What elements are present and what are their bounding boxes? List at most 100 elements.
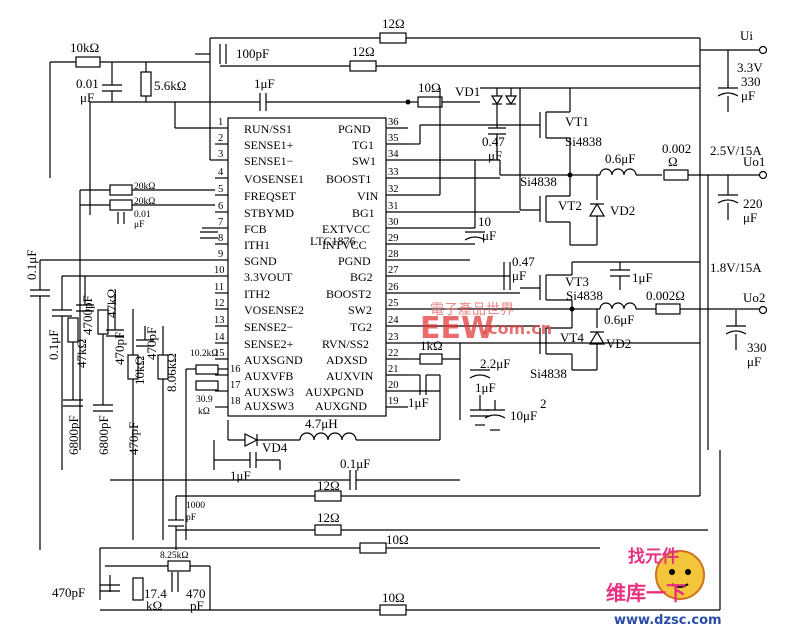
mascot-eye-icon [669,569,675,575]
pin-number: 5 [218,184,223,195]
pin-number: 32 [388,184,399,195]
label: 47kΩ [74,339,89,368]
diode-vd1-a [490,95,504,106]
label: pF [186,513,196,523]
pin-label: FREQSET [244,189,297,203]
pin-label: PGND [338,122,371,136]
label: μF [741,88,755,103]
bottom-left-network: 8.25kΩ 470pF 17.4 kΩ 470 pF 10Ω [52,88,721,616]
label: 330 [741,74,761,89]
label: 0.47 [512,254,535,269]
label: 8.25kΩ [160,551,188,561]
label: 220 [743,196,763,211]
top-feedback-network: 12Ω 100pF 12Ω 10kΩ 0.01 μF 5.6kΩ [49,16,700,215]
label: 3.3V [737,60,763,75]
resistor-0-002-bottom [655,303,681,315]
label: 0.1μF [24,250,39,280]
pin-label: AUXGND [315,399,367,413]
label: 0.002Ω [646,288,685,303]
label: 4700pF [80,295,95,335]
label: 10 [478,214,491,229]
label: μF [482,228,496,243]
pin-label: STBYMD [244,206,294,220]
resistor-47k-a [67,317,79,343]
label: μF [743,210,757,225]
pin-label: AUXPGND [305,385,364,399]
label: 8.06kΩ [164,353,179,392]
label: μF [488,148,502,163]
ltc1876-ic-body [227,117,387,417]
resistor-8-25k [167,560,191,572]
label: 470pF [52,585,85,600]
output-rails: Ui 3.3V 330 μF 2.5V/15A Uo1 220 μF 1.8V/… [699,28,768,450]
label: VD4 [262,440,288,455]
mascot-smile-icon [671,583,689,588]
label: 10Ω [386,532,409,547]
pin-label: BG1 [352,206,375,220]
pin-number: 4 [218,167,224,178]
label: VT1 [565,114,589,129]
pin-number: 10 [214,265,225,276]
pin-label: BG2 [350,270,373,284]
corner-watermark: 找元件 维库一下 www.dzsc.com [606,546,722,628]
input-terminal[interactable] [758,45,768,55]
label: Uo2 [743,290,765,305]
pin-number: 16 [230,364,241,375]
left-compensation-network: 0.1μF 0.1μF 47kΩ 6800pF 4700pF 47kΩ 6800… [24,250,179,550]
label: 6800pF [96,415,111,455]
label: 0.002 [662,141,691,156]
mascot-icon [655,550,705,600]
pin-number: 24 [388,315,399,326]
diode-vd1-b [504,95,518,106]
label: kΩ [198,407,210,417]
label: 10Ω [382,590,405,605]
pin-label: AUXSW3 [244,385,294,399]
pin-number: 23 [388,332,399,343]
pin-label: RUN/SS1 [244,122,292,136]
label: Si4838 [520,174,557,189]
label: 12Ω [317,478,340,493]
pin-number: 34 [388,149,399,160]
pin-label: INTVCC [322,238,367,252]
resistor-12-top [379,32,407,44]
pin-number: 11 [214,282,224,293]
label: pF [190,598,204,613]
pin-number: 12 [214,298,225,309]
label: 470pF [112,332,127,365]
pin-label: FCB [244,222,267,236]
pin-number: 21 [388,364,399,375]
mascot-eye-icon [685,569,691,575]
resistor-0-002-top [663,169,689,181]
pin-label: EXTVCC [322,222,370,236]
label: 2.5V/15A [710,143,762,158]
pin-label: AUXSGND [244,353,303,367]
output-terminal-1[interactable] [758,170,768,180]
lower-power-stage: 0.47 μF VT3 Si4838 1μF 0.6μF 0.002Ω VT4 [408,254,760,381]
pin-number: 26 [388,282,399,293]
label: μF [80,90,94,105]
label: 5.6kΩ [154,78,186,93]
label: 0.6μF [605,151,635,166]
label: 20kΩ [134,197,155,207]
label: 1μF [230,468,251,483]
label: 0.01 [134,210,151,220]
label: 17.4 [144,586,167,601]
label: 0.1μF [46,330,61,360]
pin-number: 29 [388,233,399,244]
label: 0.47 [482,134,505,149]
label: 10kΩ [132,356,147,385]
label: 30.9 [196,395,213,405]
label: Si4838 [565,134,602,149]
resistor-12-second [349,60,377,72]
pin-number: 22 [388,348,399,359]
pin-number: 14 [214,332,225,343]
pin-label: SENSE1− [244,154,294,168]
diode-vd4 [244,433,259,447]
label: 0.6μF [604,312,634,327]
output-terminal-2[interactable] [758,305,768,315]
label: Si4838 [530,366,567,381]
label: Ω [668,154,678,169]
pin-label: SENSE2+ [244,337,294,351]
pin-label: SENSE1+ [244,138,294,152]
